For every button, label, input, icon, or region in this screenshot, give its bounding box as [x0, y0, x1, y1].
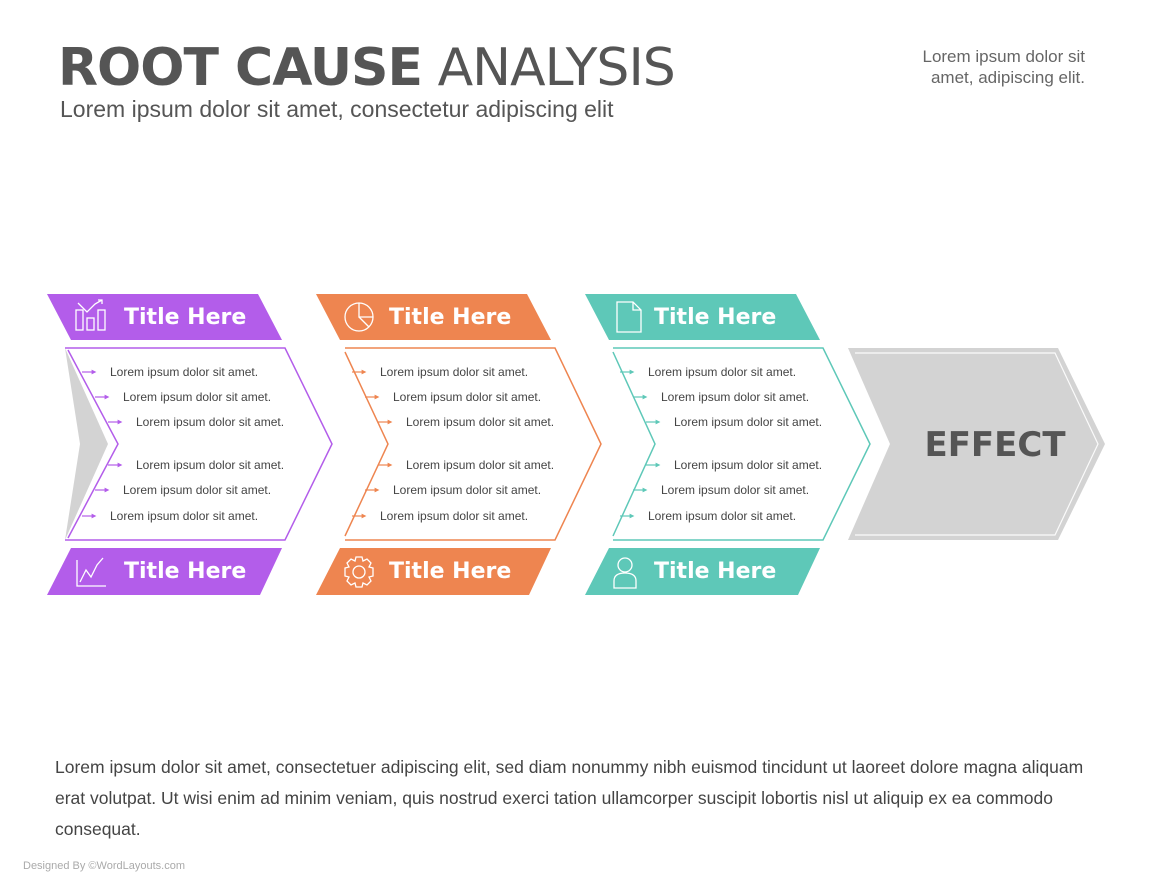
document-icon [616, 301, 642, 333]
cause-3-bullet-6: Lorem ipsum dolor sit amet. [648, 509, 797, 523]
cause-1-bottom-banner [47, 548, 282, 595]
cause-2-top-title: Title Here [389, 305, 512, 330]
cause-2-bullet-2: Lorem ipsum dolor sit amet. [393, 390, 542, 404]
cause-1-bullet-5: Lorem ipsum dolor sit amet. [123, 483, 272, 497]
cause-3-top-title: Title Here [654, 305, 777, 330]
cause-1-spine [67, 349, 119, 539]
cause-group-3 [585, 294, 871, 595]
effect-shape [848, 348, 1105, 540]
cause-2-bullet-3: Lorem ipsum dolor sit amet. [406, 415, 555, 429]
cause-3-chevron-outline [613, 347, 871, 541]
title-light: ANALYSIS [437, 38, 676, 98]
cause-2-bullet-1: Lorem ipsum dolor sit amet. [380, 365, 529, 379]
cause-2-top-banner [316, 294, 551, 340]
header-note-line-2: amet, adipiscing elit. [930, 68, 1085, 87]
cause-1-bullet-6: Lorem ipsum dolor sit amet. [110, 509, 259, 523]
user-icon [613, 557, 637, 589]
gear-icon [344, 556, 374, 588]
cause-1-bullet-4: Lorem ipsum dolor sit amet. [136, 458, 285, 472]
cause-2-bottom-banner [316, 548, 551, 595]
header-note-line-1: Lorem ipsum dolor sit [922, 47, 1085, 66]
cause-1-bullet-3: Lorem ipsum dolor sit amet. [136, 415, 285, 429]
tail-chevron [65, 348, 108, 540]
cause-3-bullet-2: Lorem ipsum dolor sit amet. [661, 390, 810, 404]
cause-2-chevron-outline [345, 347, 602, 541]
page-subtitle: Lorem ipsum dolor sit amet, consectetur … [60, 96, 614, 122]
cause-2-bottom-title: Title Here [389, 559, 512, 584]
cause-3-bottom-title: Title Here [654, 559, 777, 584]
cause-3-bottom-banner [585, 548, 820, 595]
cause-1-top-banner [47, 294, 282, 340]
cause-2-bullet-4: Lorem ipsum dolor sit amet. [406, 458, 555, 472]
cause-1-bullet-2: Lorem ipsum dolor sit amet. [123, 390, 272, 404]
cause-3-spine [612, 351, 656, 537]
cause-1-bottom-title: Title Here [124, 559, 247, 584]
bar-chart-growth-icon [75, 299, 106, 331]
cause-3-top-banner [585, 294, 820, 340]
cause-3-bullet-3: Lorem ipsum dolor sit amet. [674, 415, 823, 429]
effect-label: EFFECT [924, 425, 1066, 465]
cause-1-chevron-outline [65, 347, 333, 541]
cause-2-bullet-6: Lorem ipsum dolor sit amet. [380, 509, 529, 523]
cause-3-bullet-1: Lorem ipsum dolor sit amet. [648, 365, 797, 379]
pie-chart-icon [344, 302, 374, 332]
page-title: ROOT CAUSE ANALYSIS [58, 36, 676, 100]
header-note: Lorem ipsum dolor sit amet, adipiscing e… [845, 46, 1085, 88]
cause-group-1 [47, 294, 333, 595]
footer-paragraph: Lorem ipsum dolor sit amet, consectetuer… [55, 757, 1084, 839]
cause-2-spine [344, 351, 389, 537]
cause-2-bullet-5: Lorem ipsum dolor sit amet. [393, 483, 542, 497]
designer-credit: Designed By ©WordLayouts.com [23, 860, 185, 872]
line-chart-icon [76, 557, 106, 587]
cause-3-bullet-5: Lorem ipsum dolor sit amet. [661, 483, 810, 497]
cause-1-bullet-1: Lorem ipsum dolor sit amet. [110, 365, 259, 379]
cause-group-2 [316, 294, 602, 595]
title-bold: ROOT CAUSE [58, 38, 423, 98]
cause-3-bullet-4: Lorem ipsum dolor sit amet. [674, 458, 823, 472]
cause-1-top-title: Title Here [124, 305, 247, 330]
